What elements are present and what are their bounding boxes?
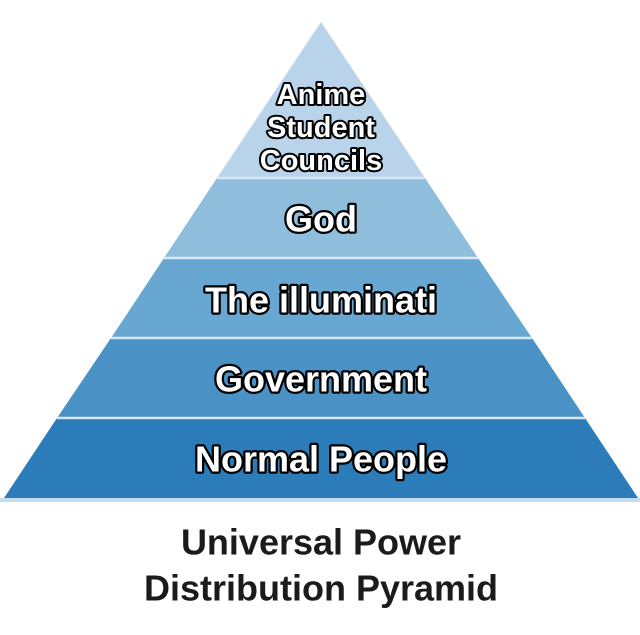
caption-line-1: Universal Power: [181, 522, 461, 563]
pyramid-level-1-shape: [217, 22, 425, 178]
level-1-label-line-3: Councils: [260, 145, 382, 177]
pyramid-level-4-shape: [57, 338, 585, 418]
level-1-label-line-2: Student: [267, 112, 375, 144]
caption-line-2: Distribution Pyramid: [144, 568, 498, 609]
level-5-label: Normal People: [195, 439, 447, 480]
pyramid-level-5-shape: [4, 418, 638, 498]
level-3-label: The illuminati: [205, 280, 437, 321]
level-1-label-line-1: Anime: [277, 79, 366, 111]
pyramid-level-2-shape: [164, 178, 478, 258]
level-4-label: Government: [215, 359, 427, 400]
pyramid-level-3-shape: [111, 258, 532, 338]
level-2-label: God: [285, 199, 357, 240]
